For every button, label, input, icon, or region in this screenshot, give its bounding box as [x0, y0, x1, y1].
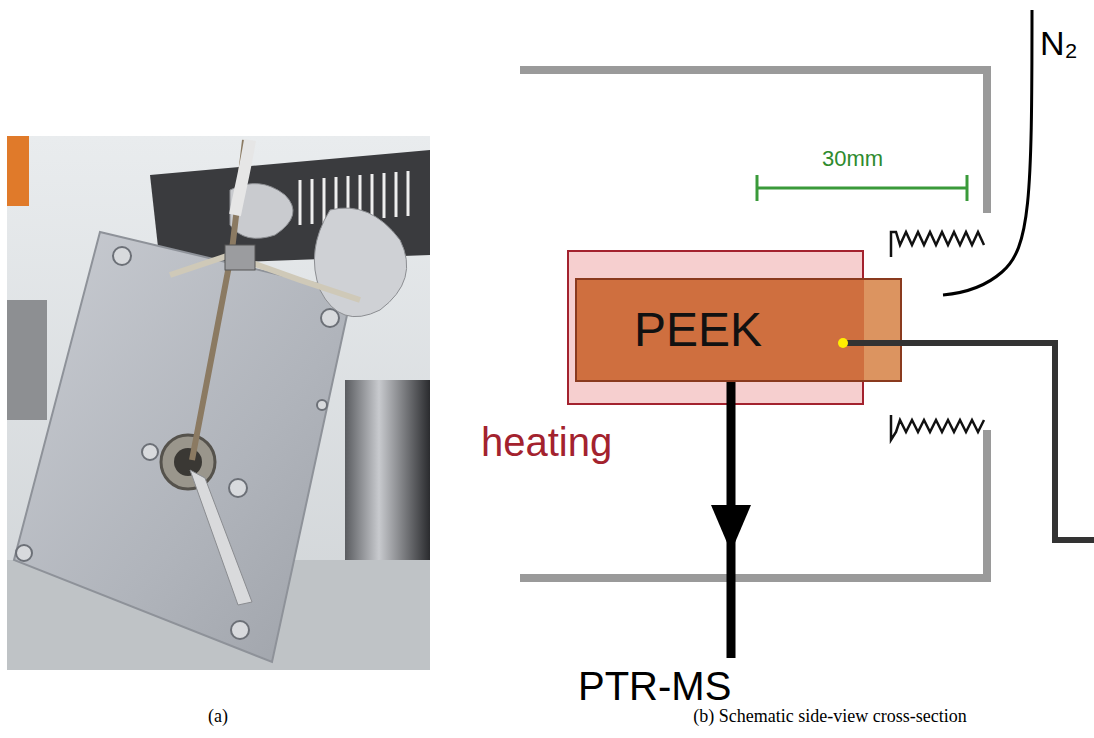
svg-polyline: [520, 70, 987, 213]
dimension-label: 30mm: [822, 146, 883, 171]
spring: [891, 232, 984, 440]
dimension-line: [757, 175, 967, 201]
thermocouple-wire: [843, 343, 1094, 540]
subfigure-caption: (a): [118, 706, 318, 727]
hole-inner: [174, 448, 202, 476]
svg-line: [757, 187, 967, 190]
plastic-tube: [235, 140, 250, 215]
svg-line: [756, 175, 759, 201]
svg-line: [966, 175, 969, 201]
svg-line: [311, 179, 314, 224]
orange-object: [7, 136, 29, 206]
foil-wrap: [314, 208, 406, 317]
photo: [7, 136, 430, 670]
peek-block: PEEK: [575, 278, 902, 382]
svg-circle: [321, 309, 339, 327]
svg-polyline: [891, 415, 984, 440]
thermocouple-tip: [838, 338, 848, 348]
center-hole: [161, 435, 215, 489]
svg-circle: [113, 247, 131, 265]
heater-block: heatingPEEK: [567, 250, 864, 405]
metal-plate: [14, 232, 352, 662]
svg-polyline: [891, 232, 984, 257]
subfigure-caption: (b) Schematic side-view cross-section: [600, 706, 1060, 727]
plastic-tube: [170, 255, 360, 300]
cylinder: [345, 380, 430, 560]
screws: [16, 247, 339, 639]
svg-line: [299, 180, 302, 225]
svg-line: [395, 172, 398, 217]
foil-strip: [190, 470, 252, 605]
svg-circle: [229, 479, 247, 497]
material-label: PEEK: [634, 304, 762, 357]
fitting: [225, 245, 255, 270]
svg-line: [407, 171, 410, 216]
svg-circle: [142, 444, 158, 460]
outlet-label: PTR-MS: [578, 663, 731, 709]
gas-label: N₂: [1040, 24, 1078, 63]
svg-line: [371, 174, 374, 219]
photo-background: [7, 136, 430, 670]
housing: [520, 70, 987, 578]
svg-circle: [317, 400, 327, 410]
svg-line: [383, 173, 386, 218]
fitting: [7, 300, 47, 420]
svg-line: [323, 178, 326, 223]
heater-label: heating: [481, 420, 612, 464]
gas-line: [943, 10, 1032, 295]
arrowhead: [711, 505, 751, 552]
svg-circle: [231, 621, 249, 639]
svg-circle: [16, 545, 32, 561]
